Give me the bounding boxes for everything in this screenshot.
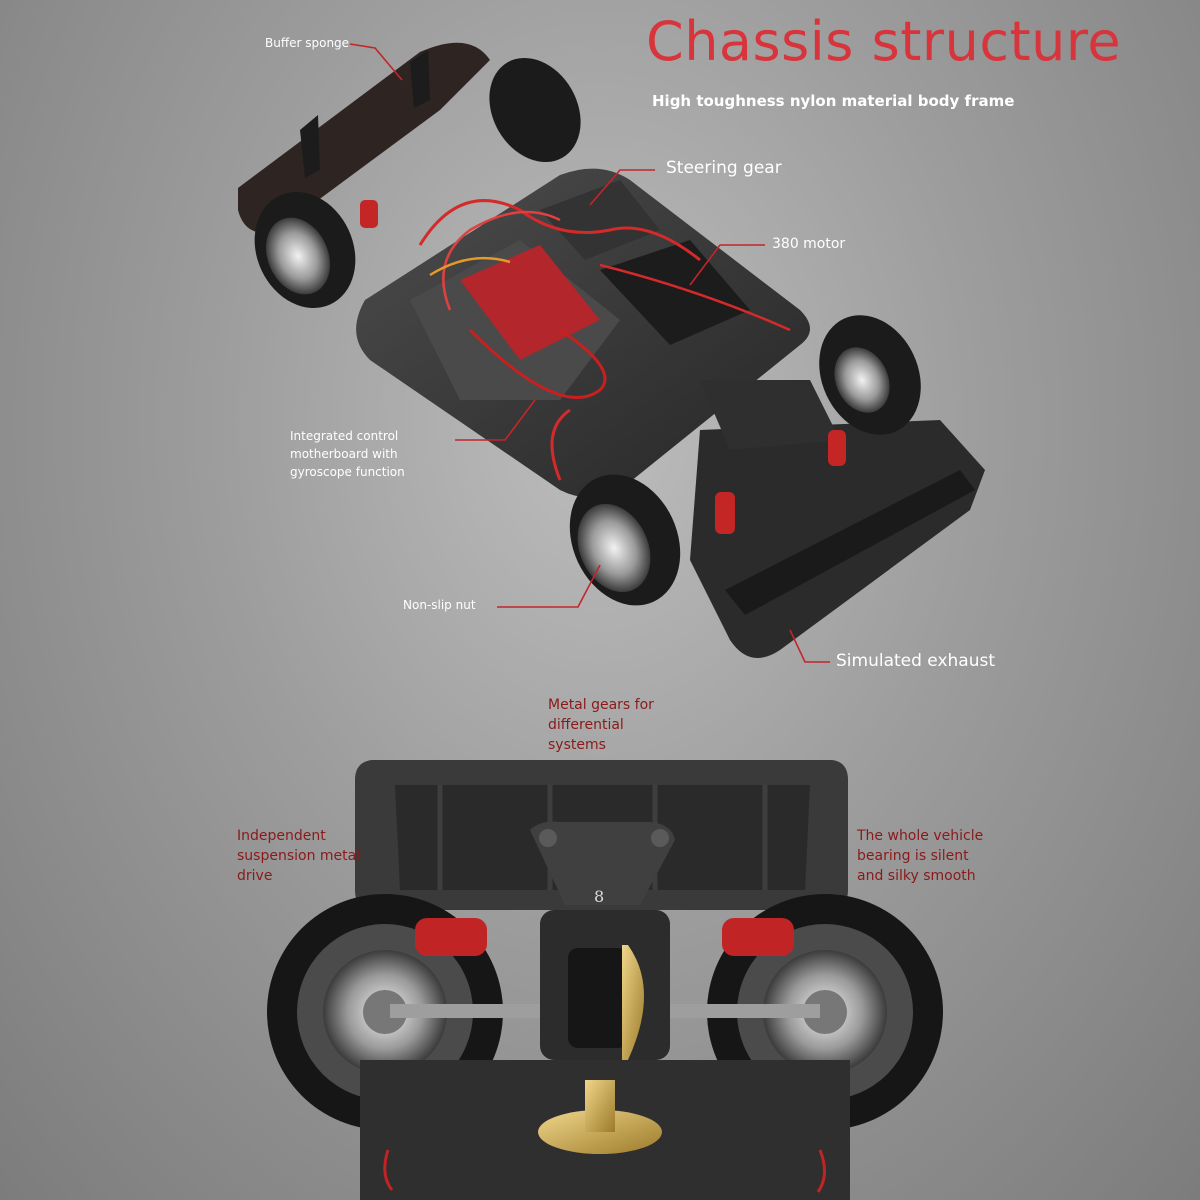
wheel-rear-right [489,57,581,163]
motor [600,240,750,345]
label-simulated-exhaust: Simulated exhaust [836,651,996,671]
front-gearbox [700,380,840,450]
label-buffer-sponge: Buffer sponge [265,36,350,50]
label-steering-gear: Steering gear [666,158,782,178]
top-chassis [238,42,985,658]
wheel-front-right [819,315,921,435]
label-non-slip-nut: Non-slip nut [403,598,476,612]
metal-gear [622,945,644,1060]
steering-gear-box [540,180,660,260]
part-marking: 8 [594,887,605,906]
bracket [530,821,675,905]
page-title: Chassis structure [646,10,1122,73]
label-bearing: The whole vehicle bearing is silent and … [857,828,984,884]
motherboard [460,245,600,360]
label-independent-suspension: Independent suspension metal drive [237,828,361,884]
shock-right [722,918,794,956]
top-callout-lines [349,43,830,663]
shock-left [415,918,487,956]
bottom-chassis [267,760,943,1200]
page-subtitle: High toughness nylon material body frame [652,92,1015,110]
label-380-motor: 380 motor [772,236,846,252]
label-metal-gears: Metal gears for differential systems [548,697,654,753]
label-motherboard: Integrated control motherboard with gyro… [290,429,405,479]
rear-wheel-right [707,894,943,1130]
wheel-front-left [569,474,681,606]
wheel-rear-left [254,191,356,309]
